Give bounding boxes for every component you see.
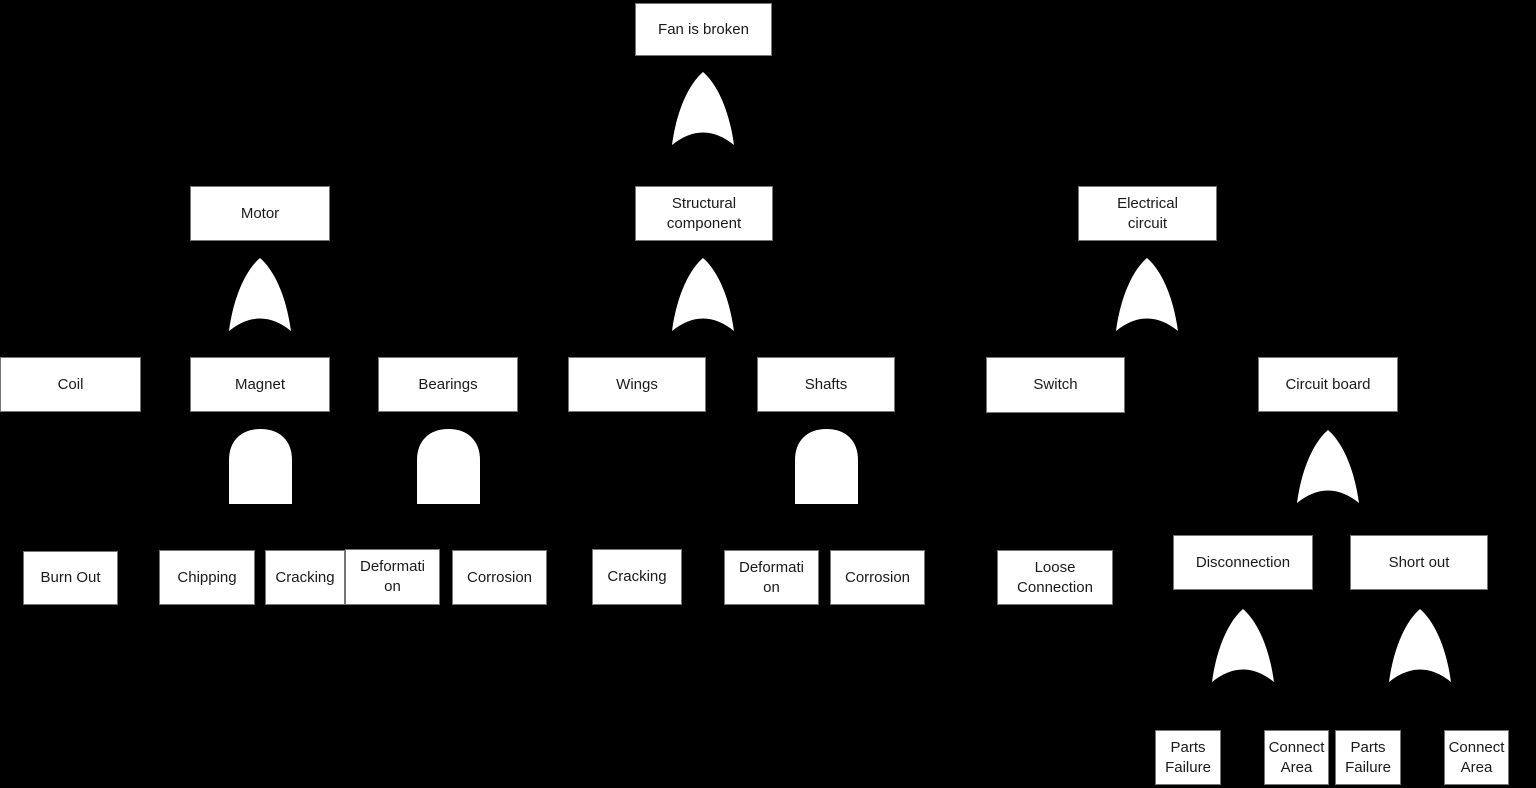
node-fan-is-broken: Fan is broken xyxy=(635,3,772,56)
node-magnet: Magnet xyxy=(190,357,330,412)
node-circuit-board: Circuit board xyxy=(1258,357,1398,412)
node-coil: Coil xyxy=(0,357,141,412)
and-gate-under-shafts xyxy=(795,429,858,504)
or-gate-under-disconnection xyxy=(1212,609,1274,682)
node-corrosion-bearings: Corrosion xyxy=(452,550,547,605)
node-connect-area-short-out: Connect Area xyxy=(1444,730,1509,785)
node-deformation-shafts: Deformation xyxy=(724,550,819,605)
or-gate-under-structural xyxy=(672,258,734,331)
node-shafts: Shafts xyxy=(757,357,895,412)
node-cracking-wings: Cracking xyxy=(592,549,682,605)
node-short-out: Short out xyxy=(1350,535,1488,590)
node-parts-failure-disconnection: Parts Failure xyxy=(1155,730,1221,785)
node-loose-connection: Loose Connection xyxy=(997,550,1113,605)
node-chipping: Chipping xyxy=(159,550,255,605)
node-bearings: Bearings xyxy=(378,357,518,412)
node-burn-out: Burn Out xyxy=(23,551,118,605)
node-corrosion-shafts: Corrosion xyxy=(830,550,925,605)
node-deformation-bearings: Deformation xyxy=(345,549,440,605)
or-gate-under-electrical xyxy=(1116,258,1178,331)
node-connect-area-disconnection: Connect Area xyxy=(1264,730,1329,785)
and-gate-under-magnet xyxy=(229,429,292,504)
node-structural-component: Structural component xyxy=(635,186,773,241)
or-gate-under-circuit-board xyxy=(1297,430,1359,503)
node-wings: Wings xyxy=(568,357,706,412)
and-gate-under-bearings xyxy=(417,429,480,504)
or-gate-under-fan xyxy=(672,72,734,145)
node-parts-failure-short-out: Parts Failure xyxy=(1335,730,1401,785)
node-cracking-magnet: Cracking xyxy=(265,550,345,605)
node-electrical-circuit: Electrical circuit xyxy=(1078,186,1217,241)
or-gate-under-short-out xyxy=(1389,609,1451,682)
or-gate-under-motor xyxy=(229,258,291,331)
node-disconnection: Disconnection xyxy=(1173,535,1313,590)
node-motor: Motor xyxy=(190,186,330,241)
node-switch: Switch xyxy=(986,357,1125,413)
